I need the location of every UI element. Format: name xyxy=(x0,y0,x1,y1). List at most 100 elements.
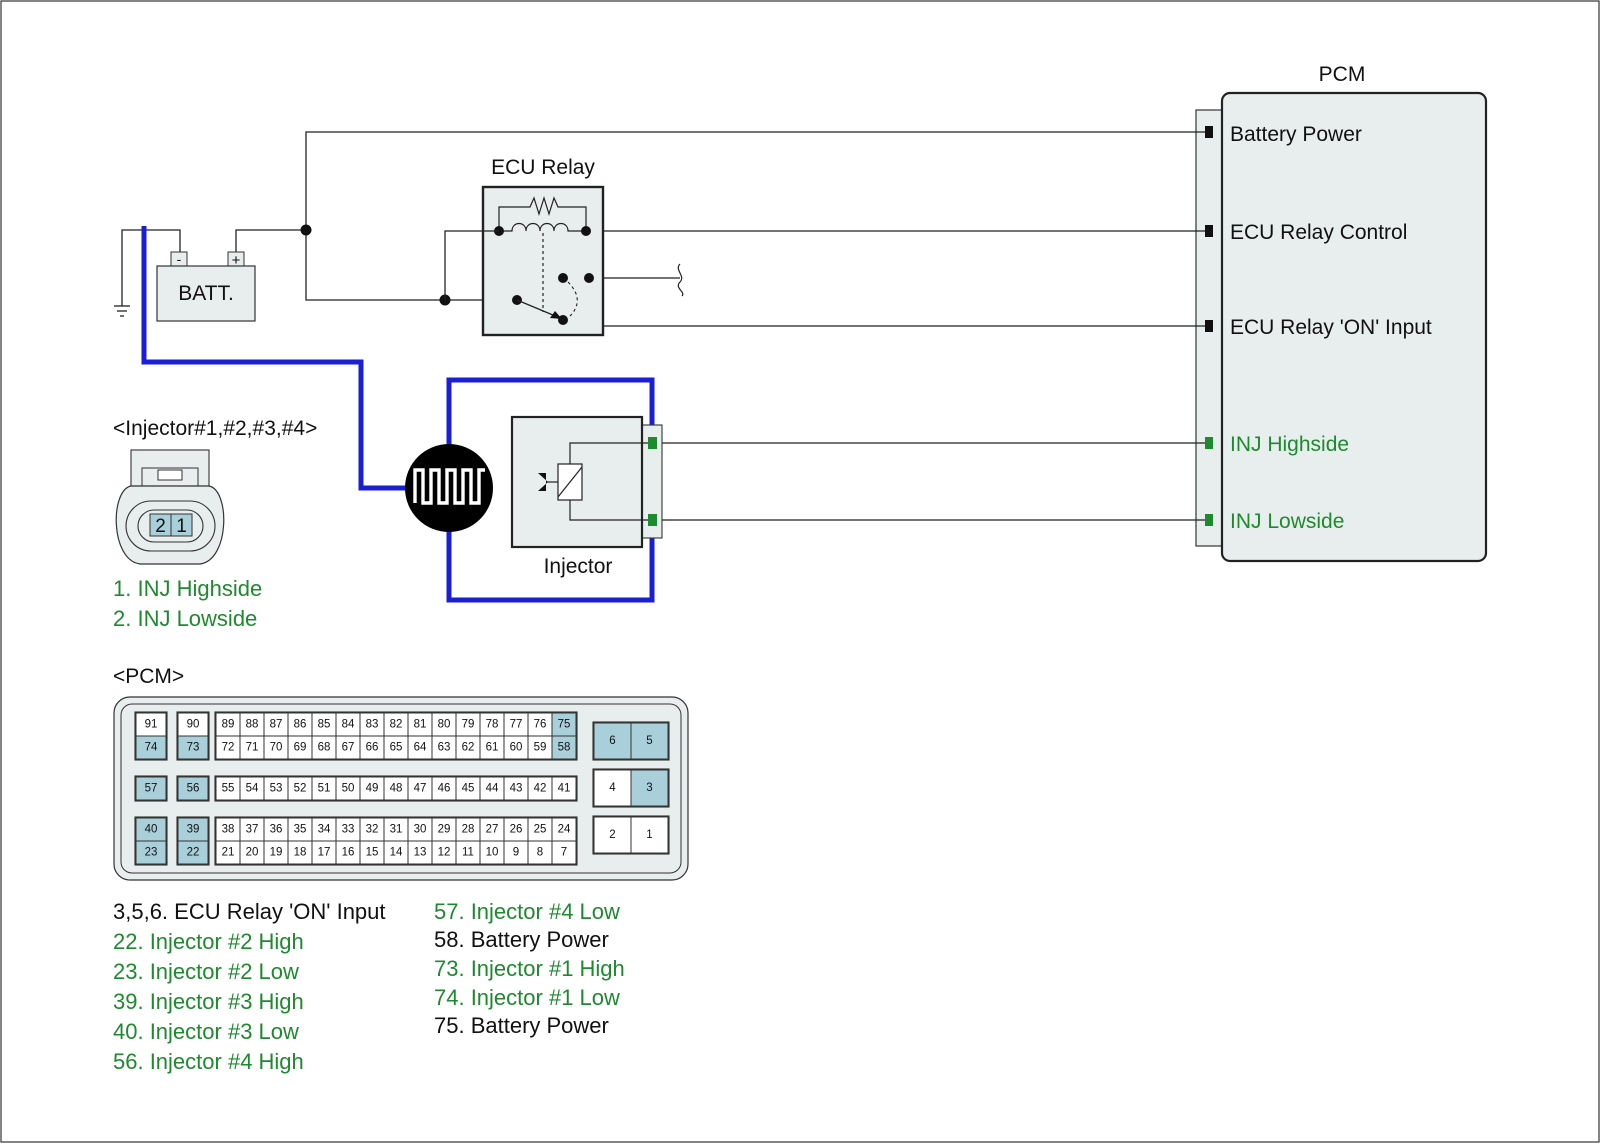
pcm-pin-number: 17 xyxy=(318,847,331,859)
injector-connector-pin xyxy=(170,513,193,537)
pcm-pin-number: 34 xyxy=(318,824,331,836)
pcm-pin-number: 43 xyxy=(510,783,523,795)
pcm-legend-item: 22. Injector #2 High xyxy=(113,929,304,954)
pcm-pin-cell xyxy=(177,776,209,801)
pcm-pin-number: 8 xyxy=(537,847,543,859)
pcm-pin-number: 76 xyxy=(534,719,547,731)
pcm-pin-number: 91 xyxy=(145,719,158,731)
pcm-pin-number: 6 xyxy=(609,735,615,747)
pcm-pin-number: 67 xyxy=(342,742,355,754)
pcm-pin-number: 56 xyxy=(187,783,200,795)
pcm-legend-item: 74. Injector #1 Low xyxy=(434,985,620,1010)
pcm-pin-number: 48 xyxy=(390,783,403,795)
junction-dot xyxy=(300,224,312,236)
relay-coil-terminal xyxy=(581,226,591,236)
relay-switch-contact xyxy=(558,273,568,283)
pcm-pin-number: 71 xyxy=(246,742,259,754)
injector-connector-pin-number: 1 xyxy=(176,516,187,537)
relay-body xyxy=(481,185,605,337)
pcm-pin-number: 82 xyxy=(390,719,403,731)
pcm-pin-label: INJ Highside xyxy=(1230,433,1349,456)
pcm-terminal-relay-control xyxy=(1205,225,1213,237)
battery-body xyxy=(156,265,256,322)
pcm-pin-number: 19 xyxy=(270,847,283,859)
battery: - + BATT. xyxy=(156,251,256,322)
pcm-pin-number: 1 xyxy=(646,829,652,841)
pcm-pin-number: 55 xyxy=(222,783,235,795)
pcm-pin-label: Battery Power xyxy=(1230,123,1362,146)
pcm-pin-number: 11 xyxy=(462,847,474,859)
pcm-pin-number: 60 xyxy=(510,742,523,754)
pcm-pin-number: 58 xyxy=(558,742,571,754)
pcm-pin-number: 2 xyxy=(609,829,615,841)
pcm-pin-number: 72 xyxy=(222,742,235,754)
pcm-pin-number: 63 xyxy=(438,742,451,754)
pcm-connector: <PCM> 9174574023907356392289725538218871… xyxy=(113,665,689,881)
relay-coil xyxy=(499,222,586,232)
pcm-pin-number: 3 xyxy=(646,782,652,794)
battery-label: BATT. xyxy=(178,282,234,305)
pcm-pin-number: 37 xyxy=(246,824,259,836)
pcm-pin-number: 80 xyxy=(438,719,451,731)
pcm-pin-number: 89 xyxy=(222,719,235,731)
pcm-pin-number: 50 xyxy=(342,783,355,795)
pcm-pin-number: 70 xyxy=(270,742,283,754)
pcm-legend-item: 73. Injector #1 High xyxy=(434,956,625,981)
pcm-pin-number: 30 xyxy=(414,824,427,836)
pcm-pin-number: 27 xyxy=(486,824,499,836)
pcm-pin-number: 77 xyxy=(510,719,523,731)
pcm-pin-number: 49 xyxy=(366,783,379,795)
pcm-pin-number: 86 xyxy=(294,719,307,731)
pcm-pin-number: 29 xyxy=(438,824,451,836)
relay-resistor xyxy=(498,195,587,231)
pcm-legend: 3,5,6. ECU Relay 'ON' Input 22. Injector… xyxy=(113,899,625,1074)
pcm-pin-cell xyxy=(135,840,167,865)
pcm-pin-cell xyxy=(593,769,632,807)
relay-coil-feed xyxy=(444,230,499,300)
pcm-pin-cell xyxy=(630,769,669,807)
pcm-pin-number: 40 xyxy=(145,824,158,836)
pcm-pin-cell xyxy=(135,776,167,801)
pcm-pin-number: 66 xyxy=(366,742,379,754)
pcm-pin-number: 13 xyxy=(414,847,427,859)
injector-valve-icon xyxy=(538,473,548,491)
injector: Injector xyxy=(510,415,663,578)
pcm-terminal-inj-highside xyxy=(1205,437,1213,449)
injector-connector-title: <Injector#1,#2,#3,#4> xyxy=(113,417,317,440)
pcm-pin-number: 87 xyxy=(270,719,283,731)
injector-terminal-high xyxy=(648,437,657,449)
pcm-pin-number: 23 xyxy=(145,847,158,859)
pcm-pin-cell xyxy=(551,840,577,865)
pcm-pin-number: 47 xyxy=(414,783,427,795)
pcm-legend-item: 57. Injector #4 Low xyxy=(434,899,620,924)
injector-solenoid-lead xyxy=(569,442,648,521)
pcm-pin-number: 39 xyxy=(187,824,200,836)
pcm-pin-number: 68 xyxy=(318,742,331,754)
pcm-pin-number: 31 xyxy=(390,824,403,836)
pcm-pin-number: 26 xyxy=(510,824,523,836)
battery-positive-sign: + xyxy=(232,252,241,269)
pcm-pin-number: 52 xyxy=(294,783,307,795)
oscilloscope-waveform-icon xyxy=(405,444,493,532)
wire-break-icon xyxy=(677,263,684,297)
injector-connector-pin-number: 2 xyxy=(155,516,166,537)
pcm-pin-number: 36 xyxy=(270,824,283,836)
pcm-pin-number: 65 xyxy=(390,742,403,754)
pcm-legend-item: 3,5,6. ECU Relay 'ON' Input xyxy=(113,899,386,924)
ecu-relay: ECU Relay xyxy=(444,156,605,337)
pcm-pin-number: 81 xyxy=(414,719,427,731)
pcm-pin-number: 10 xyxy=(486,847,499,859)
pcm-pin-number: 74 xyxy=(145,742,158,754)
pcm-terminal-inj-lowside xyxy=(1205,514,1213,526)
pcm-pin-number: 61 xyxy=(486,742,499,754)
pcm-pin-number: 78 xyxy=(486,719,499,731)
pcm-legend-item: 58. Battery Power xyxy=(434,927,609,952)
pcm-pin-number: 79 xyxy=(462,719,475,731)
pcm-pin-number: 88 xyxy=(246,719,259,731)
pcm-pin-number: 90 xyxy=(187,719,200,731)
injector-connector: <Injector#1,#2,#3,#4> 2 1 1. INJ Highsid… xyxy=(113,417,317,631)
pcm-pin-number: 73 xyxy=(187,742,200,754)
pcm-legend-item: 56. Injector #4 High xyxy=(113,1049,304,1074)
pcm-pin-cell xyxy=(177,735,209,760)
